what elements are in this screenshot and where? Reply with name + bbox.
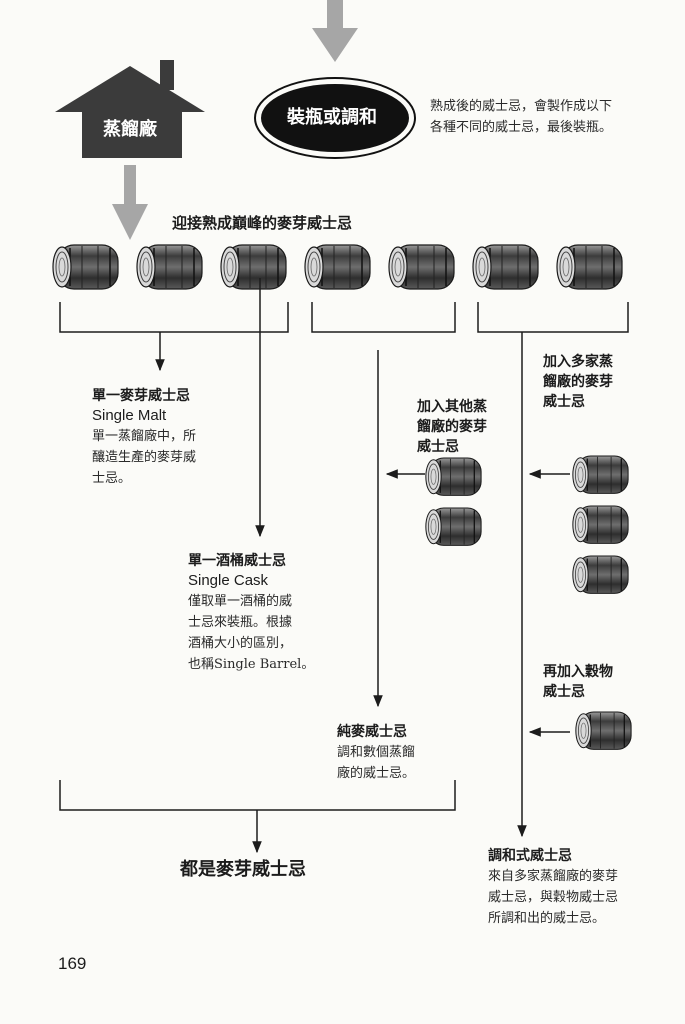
grain-label: 再加入穀物 威士忌 [543, 662, 613, 702]
label-line: 餾廠的麥芽 [543, 374, 613, 390]
desc-line: 調和數個蒸餾 [337, 745, 416, 760]
multi-distillery-label: 加入多家蒸 餾廠的麥芽 威士忌 [543, 352, 613, 412]
cask-icon [572, 555, 629, 595]
bottling-note: 熟成後的威士忌，會製作成以下 各種不同的威士忌，最後裝瓶。 [430, 96, 612, 138]
top-down-arrow [312, 0, 358, 62]
blended-desc: 來自多家蒸餾廠的麥芽 威士忌，與穀物威士忌 所調和出的威士忌。 [488, 866, 618, 929]
cask-icon [425, 457, 482, 497]
cask-icon [220, 244, 287, 290]
cask-row [52, 244, 623, 290]
single-cask-subtitle: Single Cask [188, 572, 269, 589]
grain-casks [575, 711, 632, 751]
cask-icon [136, 244, 203, 290]
cask-icon [304, 244, 371, 290]
label-line: 威士忌 [417, 439, 459, 455]
bottling-label: 裝瓶或調和 [287, 107, 377, 128]
distillery-down-arrow [112, 165, 148, 240]
other-distillery-casks [425, 457, 482, 547]
cask-icon [556, 244, 623, 290]
grouping-brackets [59, 302, 629, 333]
cask-icon [572, 455, 629, 495]
desc-line: 也稱Single Barrel。 [188, 657, 315, 672]
all-malt-label: 都是麥芽威士忌 [180, 859, 306, 880]
multi-distillery-casks [572, 455, 629, 595]
bottling-note-line: 熟成後的威士忌，會製作成以下 [430, 99, 613, 114]
cask-icon [575, 711, 632, 751]
desc-line: 威士忌，與穀物威士忌 [488, 890, 619, 905]
cask-icon [388, 244, 455, 290]
page-number: 169 [58, 954, 87, 973]
pure-malt-desc: 調和數個蒸餾 廠的威士忌。 [337, 742, 415, 784]
desc-line: 單一蒸餾廠中，所 [92, 429, 197, 444]
label-line: 加入其他蒸 [417, 399, 487, 415]
desc-line: 士忌。 [92, 471, 132, 486]
label-line: 威士忌 [543, 394, 585, 410]
pure-malt-block: 純麥威士忌 調和數個蒸餾 廠的威士忌。 [337, 722, 415, 784]
blended-block: 調和式威士忌 來自多家蒸餾廠的麥芽 威士忌，與穀物威士忌 所調和出的威士忌。 [488, 846, 618, 929]
desc-line: 所調和出的威士忌。 [488, 911, 606, 926]
distillery-label: 蒸餾廠 [103, 119, 157, 140]
single-malt-block: 單一麥芽威士忌 Single Malt 單一蒸餾廠中，所 釀造生產的麥芽威 士忌… [92, 386, 196, 489]
single-cask-desc: 僅取單一酒桶的威 士忌來裝瓶。根據 酒桶大小的區別， 也稱Single Barr… [188, 591, 314, 675]
desc-line: 釀造生產的麥芽威 [92, 450, 197, 465]
desc-line: 來自多家蒸餾廠的麥芽 [488, 869, 619, 884]
single-malt-subtitle: Single Malt [92, 407, 167, 424]
desc-line: 僅取單一酒桶的威 [188, 594, 293, 609]
single-cask-title: 單一酒桶威士忌 [188, 553, 286, 569]
label-line: 加入多家蒸 [543, 354, 613, 370]
other-distillery-label: 加入其他蒸 餾廠的麥芽 威士忌 [417, 397, 487, 457]
distillery-house-icon [55, 60, 205, 158]
label-line: 再加入穀物 [543, 664, 613, 680]
all-malt-bracket [59, 780, 456, 811]
bottling-oval [254, 77, 416, 159]
label-line: 威士忌 [543, 684, 585, 700]
desc-line: 士忌來裝瓶。根據 [188, 615, 293, 630]
single-cask-block: 單一酒桶威士忌 Single Cask 僅取單一酒桶的威 士忌來裝瓶。根據 酒桶… [188, 551, 314, 675]
single-malt-title: 單一麥芽威士忌 [92, 388, 190, 404]
cask-icon [52, 244, 119, 290]
pure-malt-title: 純麥威士忌 [337, 724, 407, 740]
peak-malt-label: 迎接熟成巔峰的麥芽威士忌 [172, 214, 353, 232]
blended-title: 調和式威士忌 [488, 848, 572, 864]
desc-line: 酒桶大小的區別， [188, 636, 293, 651]
cask-icon [572, 505, 629, 545]
bottling-note-line: 各種不同的威士忌，最後裝瓶。 [430, 120, 613, 135]
cask-icon [472, 244, 539, 290]
label-line: 餾廠的麥芽 [417, 419, 487, 435]
desc-line: 廠的威士忌。 [337, 766, 416, 781]
single-malt-desc: 單一蒸餾廠中，所 釀造生產的麥芽威 士忌。 [92, 426, 196, 489]
cask-icon [425, 507, 482, 547]
